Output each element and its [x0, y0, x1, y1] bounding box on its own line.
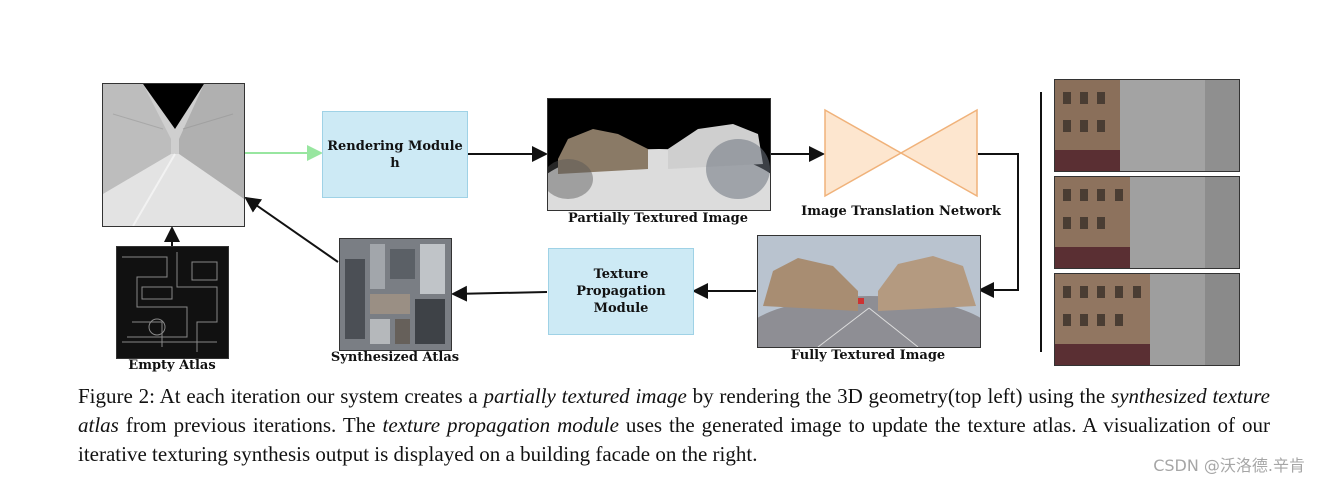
caption-italic-3: texture propagation module — [382, 413, 619, 437]
arrow-network-to-full — [978, 153, 1019, 298]
arrow-atlas-to-geometry — [244, 196, 339, 263]
texture-propagation-label-2: Propagation — [576, 284, 666, 299]
partially-textured-image — [547, 98, 771, 211]
caption-part-4: uses the generated image to update the t… — [78, 413, 1271, 466]
texture-propagation-label-3: Module — [593, 301, 649, 316]
fully-textured-image — [757, 235, 981, 348]
network-label: Image Translation Network — [801, 204, 1001, 219]
rendering-module-box: Rendering Module h — [322, 111, 468, 198]
full-image-label: Fully Textured Image — [790, 348, 946, 363]
watermark-text: CSDN @沃洛德.辛肯 — [1153, 456, 1305, 475]
rendering-module-label: Rendering Module — [327, 138, 463, 154]
synthesized-atlas-image — [339, 238, 452, 351]
synth-atlas-label: Synthesized Atlas — [330, 350, 460, 365]
caption-italic-2: synthesized texture atlas — [78, 384, 1270, 437]
facade-iteration-1-image — [1054, 79, 1240, 172]
empty-atlas-image — [116, 246, 229, 359]
facade-iteration-3-image — [1054, 273, 1240, 366]
empty-atlas-label: Empty Atlas — [128, 358, 216, 373]
texture-propagation-label-1: Texture — [593, 267, 649, 282]
network-hourglass-shape — [824, 108, 978, 198]
geometry-render-image — [102, 83, 245, 227]
caption-italic-1: partially textured image — [483, 384, 687, 408]
texture-propagation-box: Texture Propagation Module — [548, 248, 694, 335]
caption-part-2: by rendering the 3D geometry(top left) u… — [686, 384, 1112, 408]
rendering-module-symbol: h — [390, 155, 400, 171]
arrow-propagation-to-atlas — [451, 285, 548, 302]
figure-caption: Figure 2: At each iteration our system c… — [78, 382, 1270, 469]
caption-part-1: Figure 2: At each iteration our system c… — [78, 384, 484, 408]
partial-image-label: Partially Textured Image — [567, 211, 749, 226]
caption-part-3: from previous iterations. The — [118, 413, 383, 437]
facade-iteration-2-image — [1054, 176, 1240, 269]
